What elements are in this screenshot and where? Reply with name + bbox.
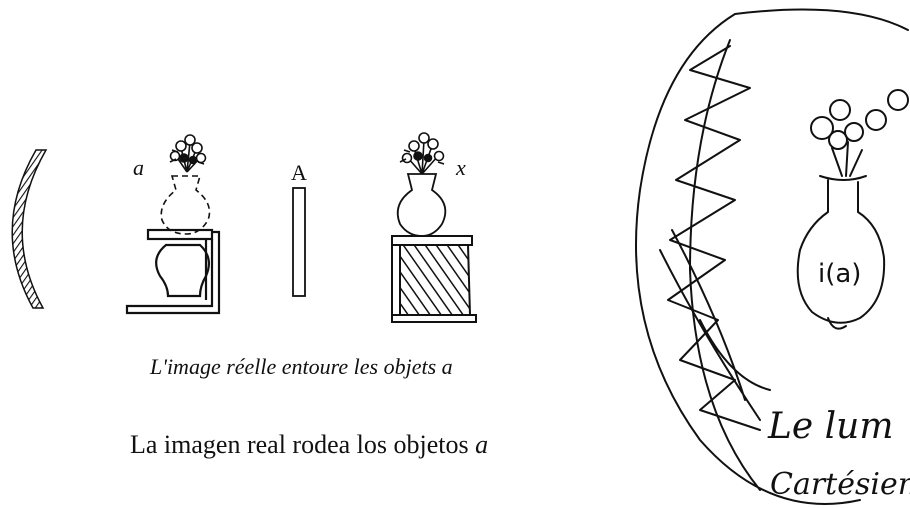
sketch-zigzag bbox=[667, 45, 761, 431]
vase-x bbox=[396, 173, 447, 237]
virtual-vase-dashed bbox=[160, 175, 211, 235]
label-a: a bbox=[133, 155, 144, 180]
caption-spanish-text: La imagen real rodea los objetos bbox=[130, 430, 469, 459]
sketch-vase bbox=[796, 179, 886, 324]
flower-bouquet-a bbox=[169, 134, 207, 173]
caption-spanish: La imagen real rodea los objetos a bbox=[130, 430, 550, 460]
flower-bouquet-x bbox=[399, 132, 445, 175]
sketch-vase-label: i(a) bbox=[818, 259, 861, 289]
sketch-handwriting-line1: Le lum bbox=[767, 406, 894, 447]
label-A: A bbox=[291, 160, 307, 185]
sketch-oval bbox=[635, 8, 909, 505]
concave-mirror bbox=[11, 149, 48, 309]
hand-sketch: i(a) Le lum Cartésien bbox=[635, 8, 910, 505]
label-x: x bbox=[455, 155, 466, 180]
plane-mirror-A: A bbox=[291, 160, 307, 297]
image-x-group: x bbox=[391, 132, 477, 323]
caption-french: L'image réelle entoure les objets a bbox=[150, 354, 453, 379]
object-a-bouquet-group: a bbox=[125, 134, 221, 315]
stand-box-a bbox=[125, 228, 221, 315]
caption-spanish-italic-a: a bbox=[475, 430, 489, 459]
hatched-pedestal-x bbox=[391, 235, 477, 323]
sketch-handwriting-line2: Cartésien bbox=[770, 467, 910, 502]
